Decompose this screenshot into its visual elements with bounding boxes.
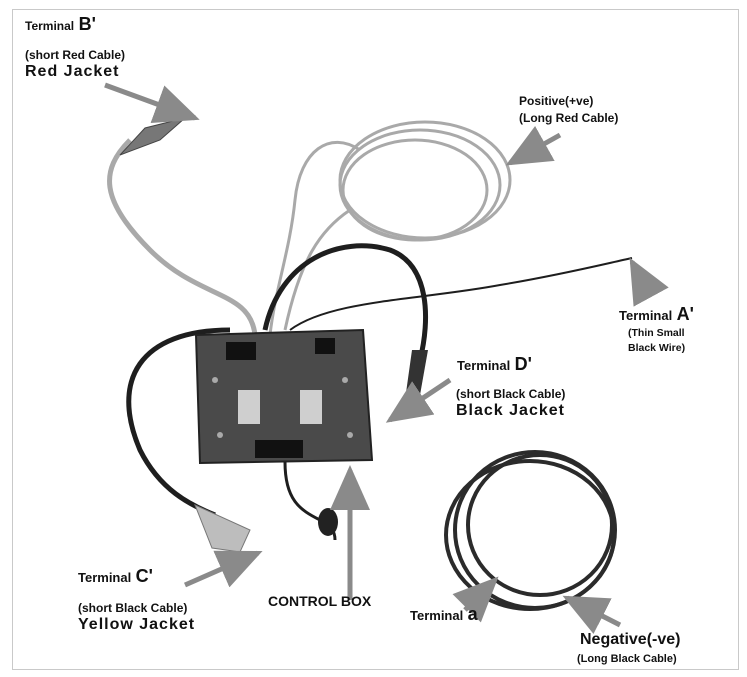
terminal-d-word: Terminal [457, 358, 511, 373]
pointer-arrows [104, 82, 669, 634]
label-terminal-c-prime: Terminal C' [78, 567, 153, 587]
label-terminal-b-prime: Terminal B' [25, 15, 96, 35]
terminal-a-letter: a [467, 604, 478, 624]
label-positive-line2: (Long Red Cable) [519, 111, 619, 125]
long-black-cable-coil [444, 450, 617, 611]
terminal-a-prime-letter: A' [676, 304, 694, 324]
fuse-holder [318, 508, 338, 536]
terminal-c-word: Terminal [78, 570, 132, 585]
label-terminal-d-sub: (short Black Cable) [456, 387, 566, 401]
terminal-a-prime-word: Terminal [619, 308, 673, 323]
label-terminal-a-prime-sub1: (Thin Small [628, 327, 685, 339]
label-terminal-d-prime: Terminal D' [457, 355, 532, 375]
terminal-b-word: Terminal [25, 19, 75, 33]
label-terminal-a: Terminal a [410, 605, 478, 625]
terminal-a-word: Terminal [410, 608, 464, 623]
terminal-d-letter: D' [514, 354, 532, 374]
label-negative-line2: (Long Black Cable) [577, 653, 677, 665]
long-red-cable-coil [268, 120, 512, 336]
label-terminal-b-sub: (short Red Cable) [25, 48, 126, 62]
thin-black-wire [289, 257, 633, 331]
label-terminal-a-prime-sub2: Black Wire) [628, 342, 686, 354]
label-terminal-a-prime: Terminal A' [619, 305, 694, 325]
label-terminal-d-jacket: Black Jacket [456, 402, 565, 419]
control-box [194, 328, 374, 465]
terminal-b-letter: B' [78, 14, 96, 34]
label-terminal-c-jacket: Yellow Jacket [78, 616, 196, 633]
figure-frame [12, 9, 739, 670]
label-positive-line1: Positive(+ve) [519, 94, 594, 108]
terminal-c-letter: C' [135, 566, 153, 586]
label-terminal-b-jacket: Red Jacket [25, 63, 120, 80]
label-terminal-c-sub: (short Black Cable) [78, 601, 188, 615]
label-negative-line1: Negative(-ve) [580, 631, 681, 648]
label-control-box: CONTROL BOX [268, 593, 372, 609]
